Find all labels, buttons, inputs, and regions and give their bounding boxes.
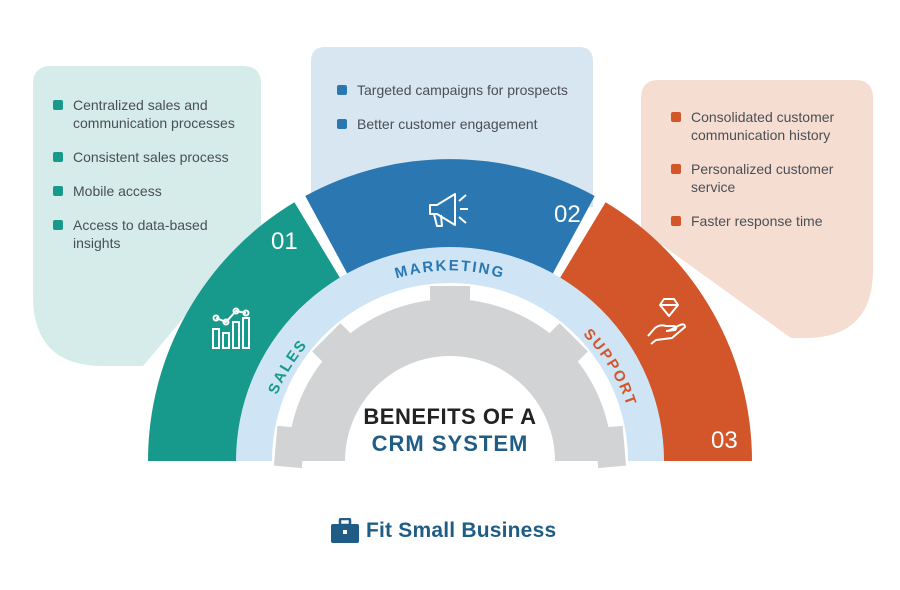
marketing-number: 02 bbox=[554, 201, 581, 228]
briefcase-icon bbox=[331, 518, 359, 543]
bullet-icon bbox=[671, 112, 681, 122]
bullet-icon bbox=[671, 164, 681, 174]
benefit-item: Centralized sales and communication proc… bbox=[45, 96, 255, 132]
benefit-item: Personalized customer service bbox=[663, 160, 873, 196]
marketing-benefits-list: Targeted campaigns for prospects Better … bbox=[329, 81, 589, 149]
title-line-2: CRM SYSTEM bbox=[372, 431, 529, 456]
support-panel-shape bbox=[641, 80, 873, 338]
bullet-icon bbox=[53, 186, 63, 196]
support-benefits-list: Consolidated customer communication hist… bbox=[663, 108, 873, 246]
marketing-segment bbox=[305, 159, 595, 281]
bullet-icon bbox=[53, 220, 63, 230]
sales-segment bbox=[148, 202, 344, 461]
benefit-item: Consistent sales process bbox=[45, 148, 255, 166]
megaphone-icon bbox=[429, 193, 468, 227]
bullet-icon bbox=[53, 100, 63, 110]
benefit-item: Consolidated customer communication hist… bbox=[663, 108, 873, 144]
title-line-1: BENEFITS OF A bbox=[363, 404, 536, 429]
bullet-icon bbox=[337, 85, 347, 95]
benefit-item: Access to data-based insights bbox=[45, 216, 255, 252]
benefit-item: Better customer engagement bbox=[329, 115, 589, 133]
brand-logo: Fit Small Business bbox=[330, 518, 556, 544]
benefit-item: Targeted campaigns for prospects bbox=[329, 81, 589, 99]
sales-benefits-list: Centralized sales and communication proc… bbox=[45, 96, 255, 268]
bullet-icon bbox=[53, 152, 63, 162]
bar-chart-icon bbox=[212, 307, 250, 349]
bullet-icon bbox=[337, 119, 347, 129]
bullet-icon bbox=[671, 216, 681, 226]
hand-diamond-icon bbox=[647, 298, 686, 345]
support-segment bbox=[556, 202, 752, 461]
sales-number: 01 bbox=[271, 228, 298, 255]
inner-ring bbox=[236, 247, 664, 461]
benefit-item: Mobile access bbox=[45, 182, 255, 200]
support-number: 03 bbox=[711, 427, 738, 454]
brand-name: Fit Small Business bbox=[366, 519, 557, 542]
gear-icon bbox=[273, 286, 627, 469]
benefit-item: Faster response time bbox=[663, 212, 873, 230]
